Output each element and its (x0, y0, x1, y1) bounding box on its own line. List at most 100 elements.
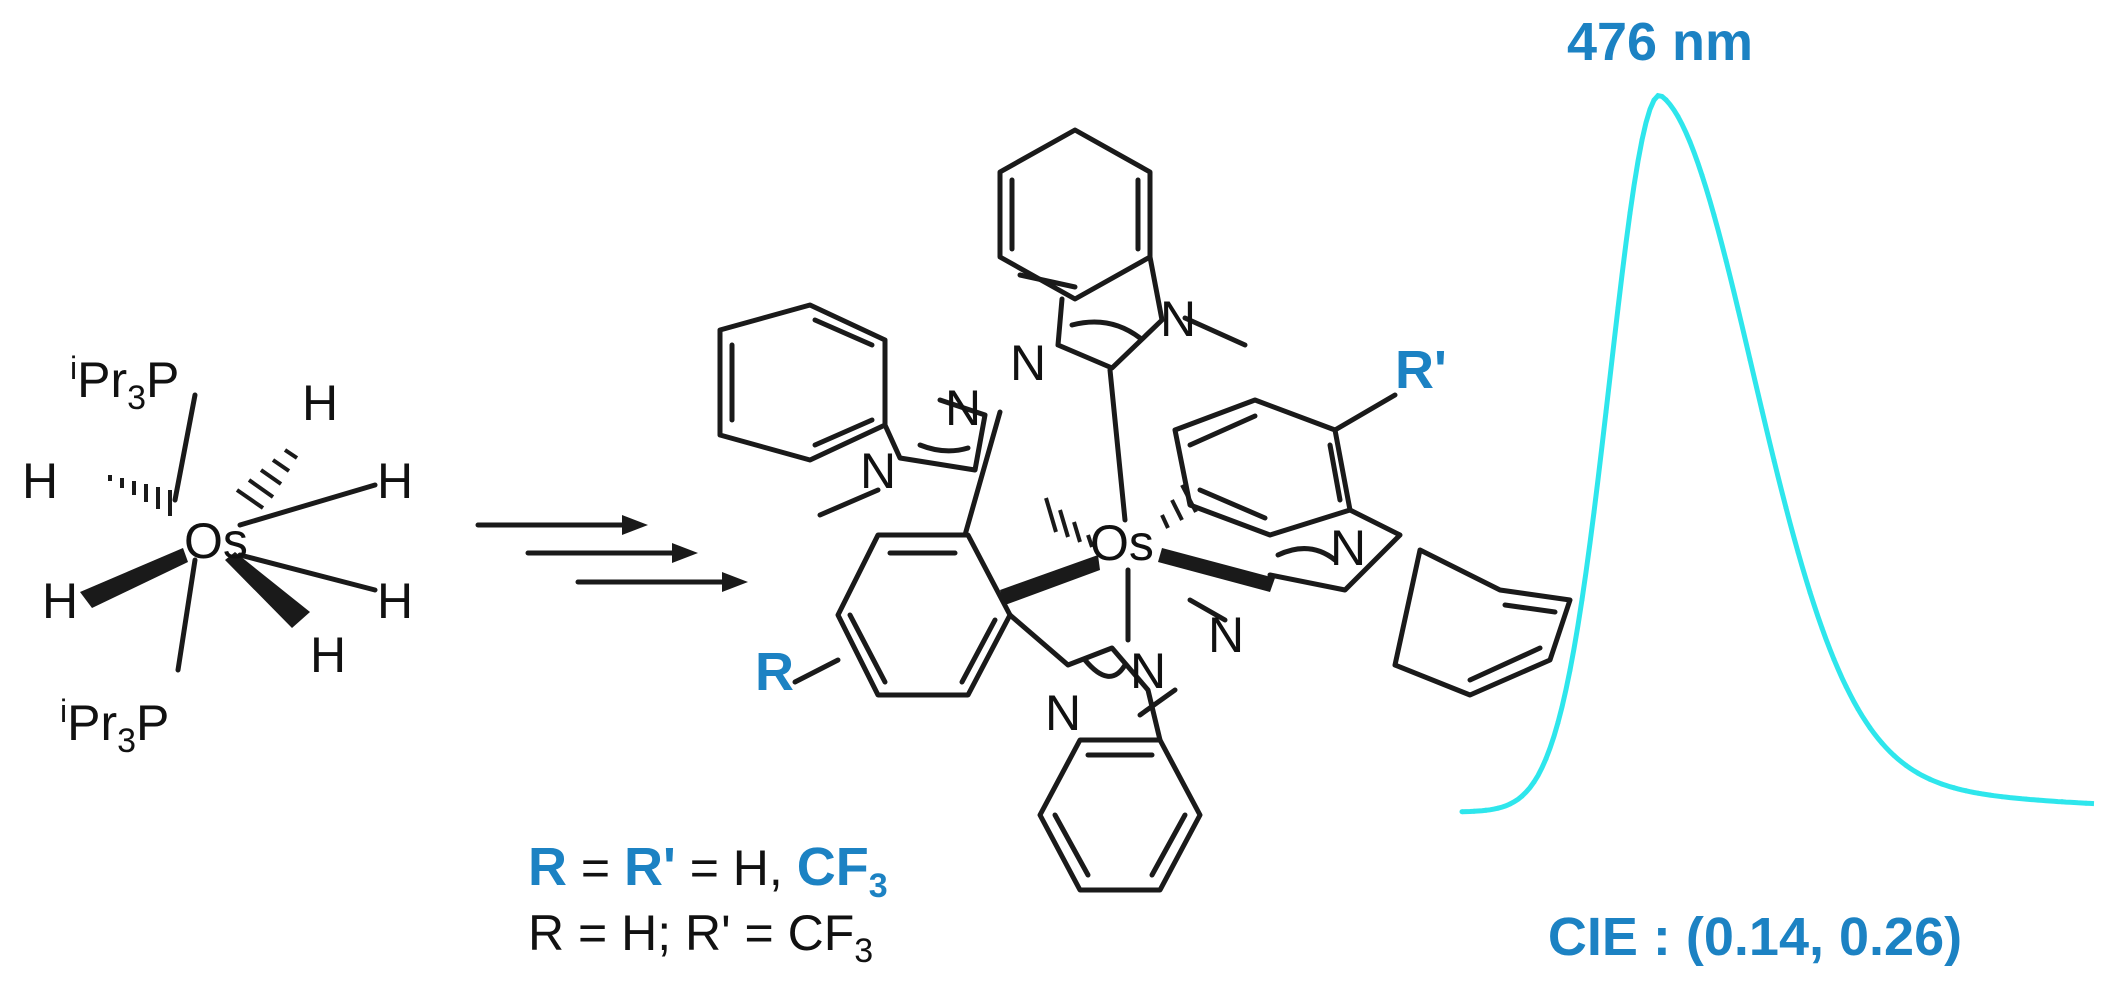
emission-curve-marker (2047, 798, 2053, 804)
n-methyl-bottom (1137, 687, 1178, 718)
n-methyl-left (817, 487, 881, 518)
hydride-label-left-lower: H (42, 573, 78, 629)
carbene-arc-left (917, 442, 971, 454)
hashed-bond-os-left (1044, 497, 1094, 548)
emission-curve-marker (1519, 793, 1525, 799)
emission-curve-marker (2035, 797, 2041, 803)
bond-os-h-right-upper (237, 482, 378, 528)
nitrogen-label-right: N (1330, 520, 1366, 576)
emission-curve-marker (1699, 172, 1705, 178)
variant-line-1: R = R' = H, CF3 (528, 837, 888, 905)
nitrogen-label-bottom: N (1045, 685, 1081, 741)
nitrogen-label-left-upper: N (945, 380, 981, 436)
emission-curve-marker (2059, 799, 2065, 805)
benzo-ring-top (997, 127, 1153, 302)
emission-curve-marker (1783, 505, 1789, 511)
nitrogen-label-top: N (1010, 335, 1046, 391)
hydride-label-top: H (302, 375, 338, 431)
imidazole-right (1267, 507, 1403, 593)
emission-curve-marker (1831, 657, 1837, 662)
emission-curve (1461, 92, 2095, 815)
emission-curve-marker (1615, 305, 1621, 311)
hydride-label-left: H (22, 453, 58, 509)
hashed-bond-upper-right (235, 448, 299, 510)
emission-curve-marker (1555, 720, 1561, 725)
emission-curve-marker (1675, 114, 1681, 120)
product-metal-label: Os (1090, 515, 1154, 571)
emission-curve-marker (1723, 257, 1729, 263)
emission-curve-marker (2083, 800, 2089, 806)
emission-curve-marker (2071, 800, 2077, 805)
nitrogen-label-top-methyl: N (1160, 291, 1196, 347)
cie-coordinates-label: CIE : (0.14, 0.26) (1548, 907, 1962, 967)
peak-wavelength-label: 476 nm (1567, 12, 1753, 72)
wedge-bond-left (80, 548, 188, 608)
emission-curve-marker (1975, 790, 1981, 796)
emission-curve-marker (1579, 597, 1585, 603)
emission-curve-marker (1951, 785, 1957, 791)
emission-curve-marker (1855, 706, 1861, 712)
emission-curve-marker (1531, 779, 1537, 785)
n-methyl-right (1187, 597, 1228, 623)
variant-line-2: R = H; R' = CF3 (528, 905, 873, 970)
bond-to-r-prime (1332, 392, 1398, 433)
emission-curve-marker (1759, 408, 1765, 413)
hydride-label-bottom: H (310, 627, 346, 683)
emission-curve-marker (1843, 683, 1849, 689)
emission-curve-marker (1747, 357, 1753, 363)
bond-os-h-right-lower (237, 552, 378, 593)
emission-curve-markers (1459, 97, 2089, 815)
reactant-complex: Os iPr3P iPr3P H H H H H H (22, 350, 413, 760)
emission-curve-marker (1603, 409, 1609, 415)
benzo-ring-right (1392, 547, 1573, 698)
wedge-bond-lower-right (225, 552, 310, 628)
emission-curve-marker (1903, 762, 1909, 768)
nitrogen-label-bottom-right: N (1130, 643, 1166, 699)
emission-curve-marker (1567, 667, 1573, 673)
emission-curve-marker (1927, 776, 1933, 782)
hydride-label-right-upper: H (377, 453, 413, 509)
multistep-arrows (475, 515, 748, 592)
carbene-arc-right (1275, 546, 1338, 563)
emission-curve-marker (1627, 210, 1633, 216)
hydride-label-right-lower: H (377, 573, 413, 629)
emission-curve-marker (1459, 809, 1465, 815)
emission-curve-marker (1879, 740, 1885, 746)
phosphine-top-label: iPr3P (70, 350, 179, 417)
substituent-r-prime-label: R' (1395, 340, 1447, 400)
emission-curve-marker (1987, 792, 1993, 798)
substituent-r-label: R (755, 642, 794, 702)
emission-curve-marker (1507, 801, 1513, 807)
aryl-ring-right (1172, 397, 1353, 538)
emission-curve-marker (1819, 625, 1825, 631)
emission-curve-marker (1687, 139, 1693, 145)
carbene-arc-top (1069, 319, 1143, 341)
nitrogen-label-left-methyl: N (860, 443, 896, 499)
emission-curve-marker (1963, 788, 1969, 794)
emission-curve-marker (1639, 137, 1645, 143)
emission-curve-marker (2011, 795, 2017, 801)
emission-curve-marker (1495, 805, 1501, 811)
bond-os-p-bottom (175, 557, 198, 673)
emission-curve-marker (1807, 589, 1813, 595)
bond-os-p-top (172, 392, 198, 503)
hashed-bond-os-right (1160, 484, 1198, 529)
emission-curve-marker (1663, 97, 1669, 103)
emission-curve-marker (1939, 781, 1945, 787)
emission-curve-marker (1999, 794, 2005, 800)
emission-curve-marker (1651, 97, 1657, 103)
emission-curve-marker (1711, 212, 1717, 218)
n-methyl-top (1182, 315, 1248, 348)
wedge-bond-os-aryl (1000, 555, 1100, 605)
emission-curve-marker (2023, 796, 2029, 802)
emission-curve-marker (1543, 756, 1549, 762)
emission-curve-marker (1915, 770, 1921, 776)
os-c-bond-top (1107, 367, 1128, 523)
emission-curve-marker (1891, 753, 1897, 758)
variant-legend: R = R' = H, CF3 R = H; R' = CF3 (528, 837, 888, 970)
os-n-bond-left (962, 409, 1003, 538)
hashed-bond-left (108, 475, 172, 516)
benzo-ring-bottom (1037, 737, 1203, 893)
nitrogen-label-right-methyl: N (1208, 607, 1244, 663)
